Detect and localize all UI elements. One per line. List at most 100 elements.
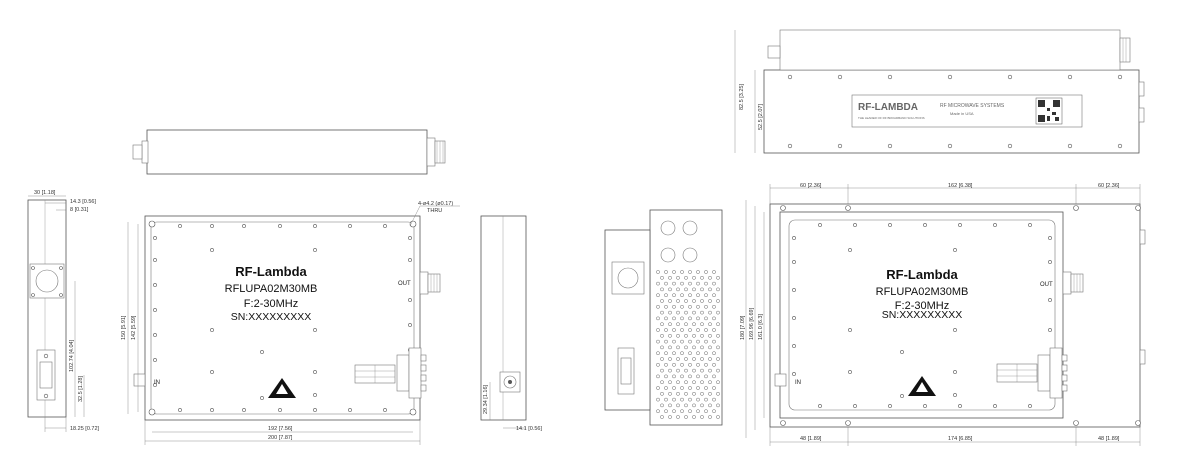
vent-hole (656, 409, 660, 414)
vent-hole (660, 299, 664, 303)
vent-hole (708, 310, 712, 315)
vent-hole (708, 322, 712, 327)
dim-heatsink-top-center: 162 [6.38] (948, 183, 973, 189)
vent-hole (704, 339, 708, 344)
vent-hole (660, 403, 664, 408)
vent-hole (676, 275, 680, 280)
vent-hole (660, 357, 664, 361)
vent-hole (716, 299, 720, 303)
dim-outer-height: 150 [5.91] (121, 315, 127, 340)
vent-hole (700, 391, 704, 396)
vent-hole (680, 304, 684, 309)
vent-hole (704, 386, 708, 390)
dim-connector-height: 102.74 [4.04] (69, 339, 75, 372)
serial-number: SN:XXXXXXXXX (231, 311, 312, 323)
vent-hole (656, 386, 660, 390)
heatsink-frequency-range: F:2-30MHz (895, 300, 949, 312)
vent-hole (688, 351, 692, 356)
left-connector (132, 144, 143, 160)
vent-hole (716, 310, 720, 315)
vent-hole (688, 270, 692, 274)
dim-offset-a: 14.3 [0.56] (70, 199, 96, 205)
vent-hole (660, 391, 664, 396)
vent-hole (708, 299, 712, 303)
vent-hole (668, 333, 672, 338)
vent-hole (656, 281, 660, 286)
heatsink-in-connector (774, 373, 787, 387)
vent-hole (676, 415, 680, 419)
vent-hole (700, 287, 704, 292)
vent-hole (708, 287, 712, 292)
vent-hole (660, 368, 664, 373)
dim-outer-width: 200 [7.87] (268, 435, 293, 441)
vent-hole (664, 270, 668, 274)
vent-hole (708, 333, 712, 338)
heatsink-n-connector (617, 267, 639, 289)
mount-hole (148, 220, 156, 228)
dim-top-right-body-height: 52.5 [2.07] (758, 104, 764, 130)
vent-hole (684, 368, 688, 373)
vent-hole (656, 328, 660, 332)
vent-hole (692, 380, 696, 385)
vent-hole (668, 287, 672, 292)
vent-hole (692, 415, 696, 419)
vent-hole (680, 374, 684, 379)
vent-hole (664, 281, 668, 286)
heatsink-side-view (604, 209, 723, 426)
front-view: RF-Lambda RFLUPA02M30MB F:2-30MHz SN:XXX… (121, 201, 460, 445)
vent-hole (696, 281, 700, 286)
vent-hole (672, 270, 676, 274)
dim-connector-offset-right: 14.1 [0.56] (516, 426, 542, 432)
front-inner-panel (150, 221, 415, 415)
vent-hole (668, 368, 672, 373)
vent-hole (696, 304, 700, 309)
vent-hole (716, 415, 720, 419)
vent-hole (700, 368, 704, 373)
vent-hole (704, 351, 708, 356)
vent-hole (700, 415, 704, 419)
vent-hole (656, 374, 660, 379)
label-address: Made in USA (950, 111, 974, 116)
vent-hole (660, 333, 664, 338)
vent-hole (700, 333, 704, 338)
heatsink-out-connector-base (1062, 271, 1072, 295)
vent-hole (712, 304, 716, 309)
heatsink-esd-warning-icon (908, 376, 936, 396)
vent-hole (672, 351, 676, 356)
dim-inner-height: 142 [5.59] (131, 315, 137, 340)
vent-hole (664, 374, 668, 379)
vent-hole (692, 357, 696, 361)
vent-hole (696, 293, 700, 298)
vent-hole (692, 403, 696, 408)
mount-hole (409, 220, 417, 228)
vent-hole (688, 293, 692, 298)
heatsink-brand-name: RF-Lambda (886, 267, 958, 282)
vent-hole (668, 345, 672, 350)
vent-hole (676, 391, 680, 396)
label-company: RF MICROWAVE SYSTEMS (940, 103, 1005, 109)
qr-code-icon (1035, 97, 1063, 125)
vent-hole (712, 397, 716, 402)
out-connector-base (419, 271, 429, 295)
vent-hole (704, 374, 708, 379)
vent-hole (660, 345, 664, 350)
vent-hole (704, 362, 708, 367)
vent-hole (664, 304, 668, 309)
vent-hole (688, 304, 692, 309)
vent-hole (704, 293, 708, 298)
vent-hole (708, 403, 712, 408)
vent-hole (656, 270, 660, 274)
vent-hole (684, 322, 688, 327)
vent-hole (688, 362, 692, 367)
vent-hole (696, 351, 700, 356)
vent-hole (680, 386, 684, 390)
vent-hole (704, 270, 708, 274)
vent-hole (672, 316, 676, 321)
vent-hole (688, 397, 692, 402)
top-right-view: RF-LAMBDA THE LEADER OF RF BROADBAND SOL… (734, 29, 1145, 154)
vent-hole (680, 362, 684, 367)
left-connector-stub (141, 140, 149, 164)
vent-hole (712, 362, 716, 367)
vent-hole (680, 397, 684, 402)
out-port-label: OUT (398, 281, 411, 287)
